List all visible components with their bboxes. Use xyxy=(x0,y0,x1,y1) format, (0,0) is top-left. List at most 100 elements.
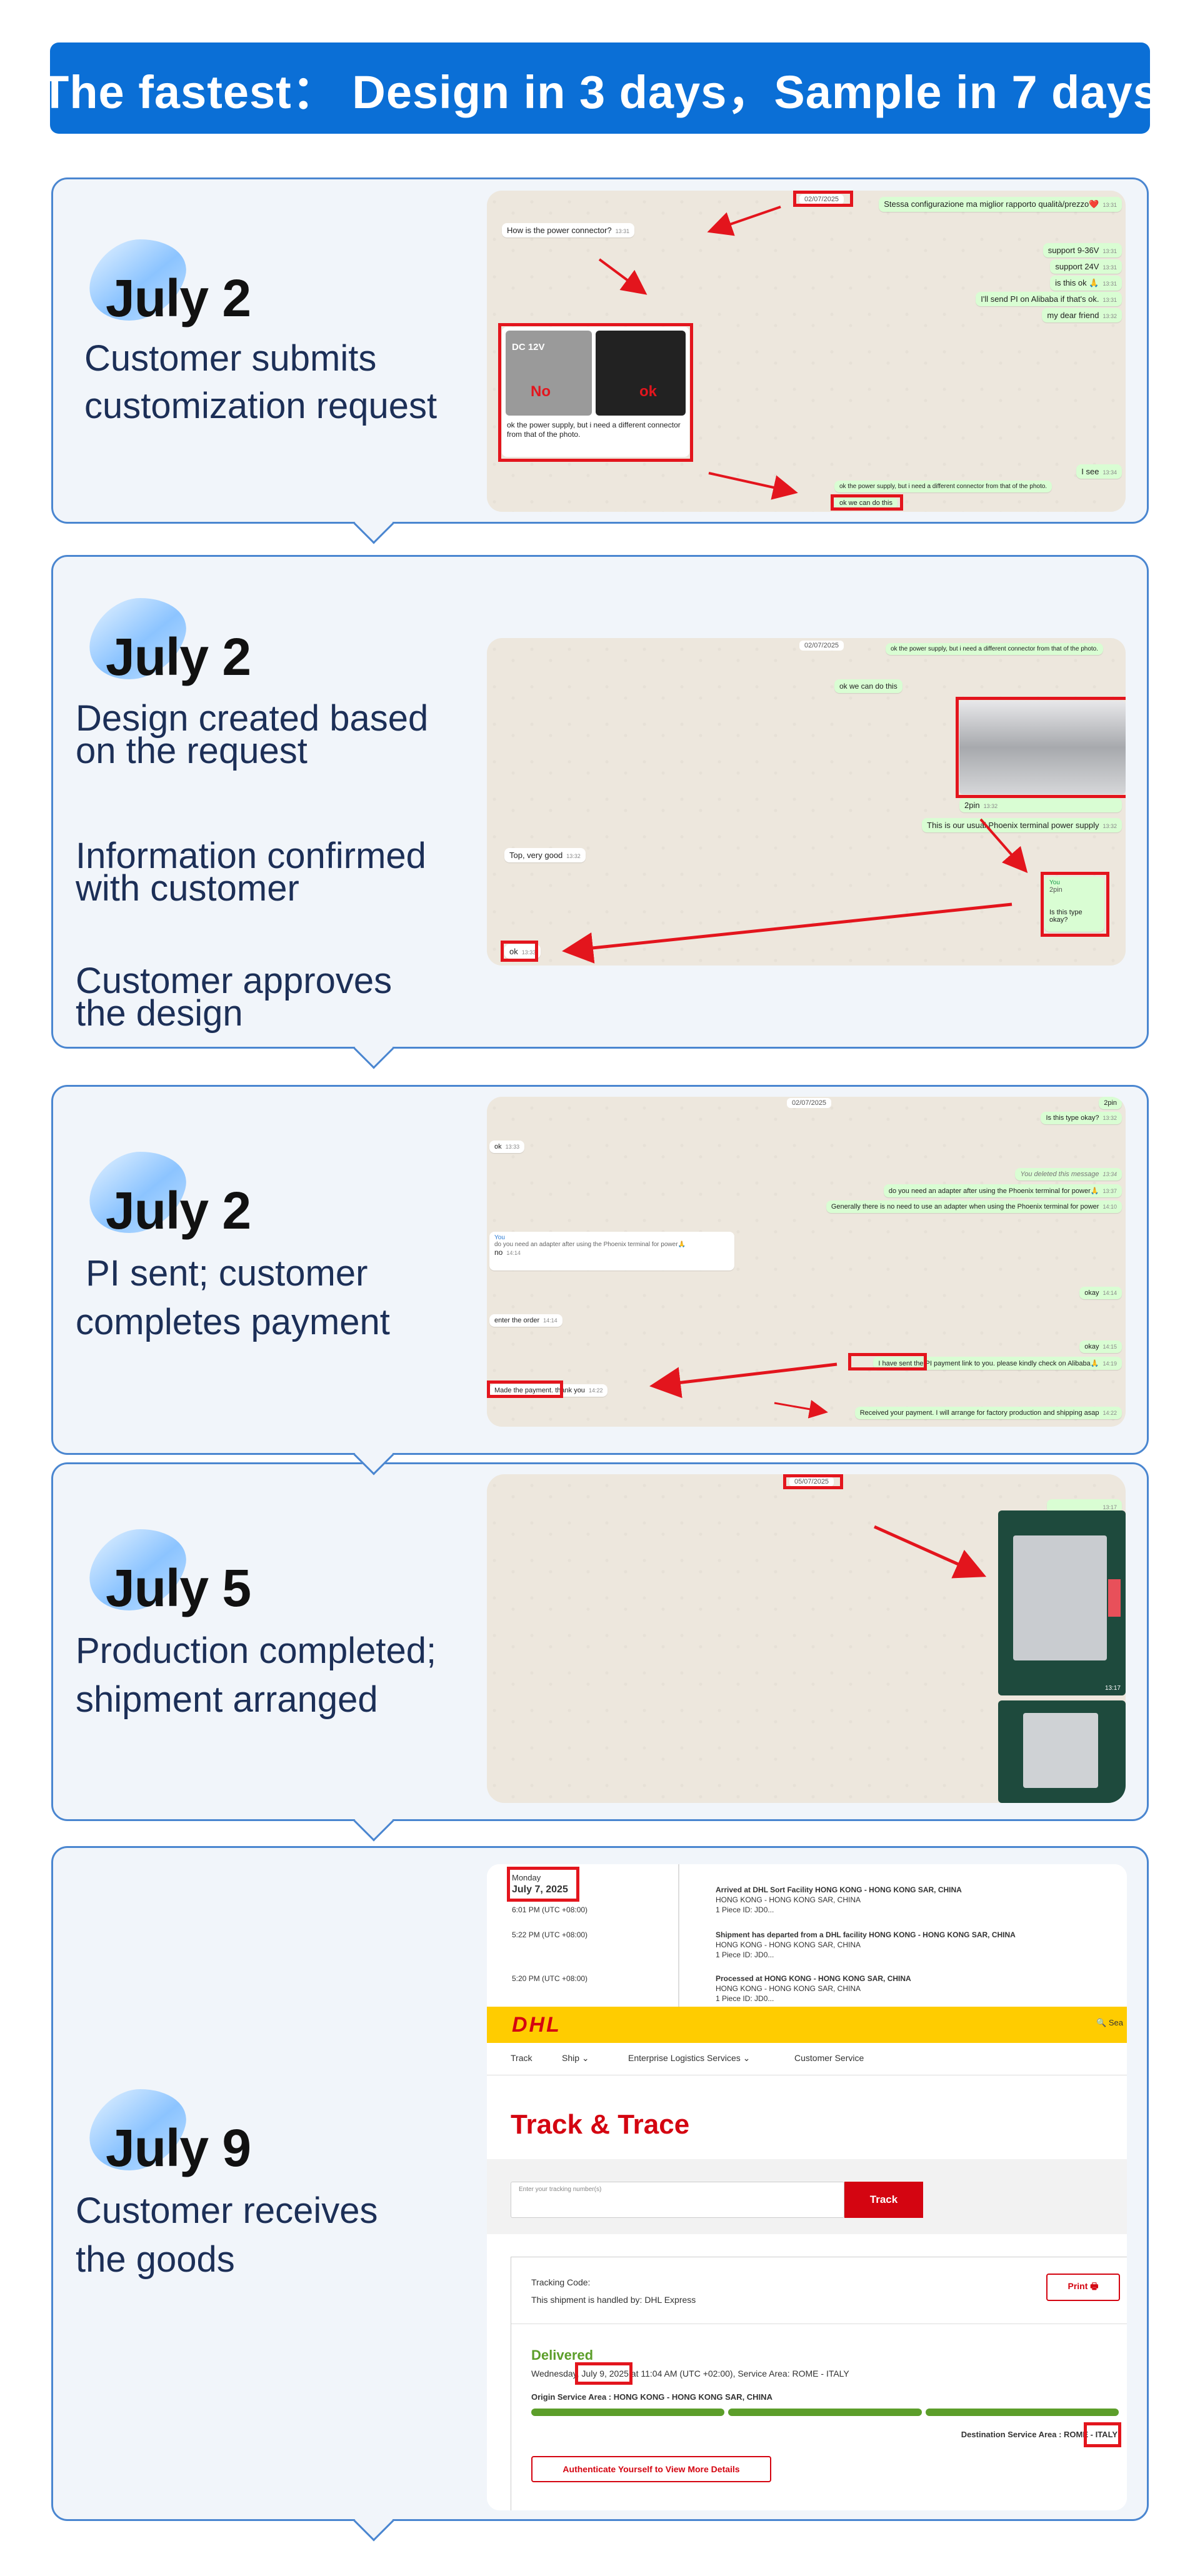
date-chip: 02/07/2025 xyxy=(787,1098,832,1108)
date-chip: 05/07/2025 xyxy=(789,1477,834,1487)
log-location: HONG KONG - HONG KONG SAR, CHINA xyxy=(716,1940,861,1949)
chat-screenshot-3: 02/07/2025 2pin Is this type okay?13:32 … xyxy=(487,1097,1126,1427)
reply-message: You do you need an adapter after using t… xyxy=(489,1232,734,1271)
enclosure-photo xyxy=(1013,1535,1107,1660)
date-chip: 02/07/2025 xyxy=(799,194,844,204)
delivery-status: Delivered xyxy=(531,2347,594,2363)
chat-message: I'll send PI on Alibaba if that's ok.13:… xyxy=(976,292,1122,306)
reply-author: You xyxy=(494,1234,505,1241)
step-description-line: Customer submits xyxy=(84,338,377,379)
card-notch xyxy=(353,1800,394,1842)
highlight-box xyxy=(498,323,693,462)
track-button[interactable]: Track xyxy=(844,2182,923,2218)
reply-quote: do you need an adapter after using the P… xyxy=(494,1241,686,1248)
search-link[interactable]: 🔍 Sea xyxy=(1096,2018,1123,2027)
card-notch xyxy=(353,503,394,544)
nav-ship[interactable]: Ship ⌄ xyxy=(562,2053,589,2063)
device-photo xyxy=(959,701,1126,794)
step-description-line: shipment arranged xyxy=(76,1679,378,1720)
highlight-box xyxy=(793,191,853,207)
tracking-code-label: Tracking Code: xyxy=(531,2277,591,2287)
progress-bar xyxy=(531,2409,1119,2416)
search-band: Enter your tracking number(s) Track xyxy=(487,2159,1127,2234)
card-notch xyxy=(353,2500,394,2542)
step-description-line: the goods xyxy=(76,2239,235,2280)
log-event: Arrived at DHL Sort Facility HONG KONG -… xyxy=(716,1885,962,1894)
chat-message: Stessa configurazione ma miglior rapport… xyxy=(879,197,1122,212)
photo-label: DC 12V xyxy=(512,342,545,352)
chat-screenshot-1: 02/07/2025 How is the power connector?13… xyxy=(487,191,1126,512)
tracking-log: Monday July 7, 2025 6:01 PM (UTC +08:00)… xyxy=(487,1864,1127,2007)
product-photo: 13:17 xyxy=(998,1510,1126,1695)
nav-enterprise[interactable]: Enterprise Logistics Services ⌄ xyxy=(628,2053,751,2063)
chat-message: ok the power supply, but i need a differ… xyxy=(834,481,1052,492)
nav-customer-service[interactable]: Customer Service xyxy=(794,2053,864,2063)
chat-message: Received your payment. I will arrange fo… xyxy=(854,1407,1122,1419)
log-event: Processed at HONG KONG - HONG KONG SAR, … xyxy=(716,1974,911,1983)
log-day: Monday xyxy=(512,1873,541,1882)
photo-message: DC 12V No ok ok the power supply, but i … xyxy=(502,327,689,457)
highlight-box xyxy=(1084,2422,1121,2447)
chat-message: I have sent the PI payment link to you. … xyxy=(873,1357,1122,1370)
highlight-box xyxy=(575,2362,632,2385)
step-description-line: Production completed; xyxy=(76,1630,437,1671)
photo-label: No xyxy=(531,383,551,400)
origin-area: Origin Service Area : HONG KONG - HONG K… xyxy=(531,2392,772,2402)
photo-label: ok xyxy=(639,383,658,400)
search-icon: 🔍 xyxy=(1096,2018,1109,2027)
log-time: 5:22 PM (UTC +08:00) xyxy=(512,1930,588,1939)
step-description-line: the design xyxy=(76,993,243,1034)
chat-message: ok we can do this xyxy=(834,679,902,693)
chat-message: 13:17 xyxy=(1047,1499,1122,1514)
log-piece: 1 Piece ID: JD0... xyxy=(716,1905,774,1914)
authenticate-button[interactable]: Authenticate Yourself to View More Detai… xyxy=(531,2456,771,2482)
log-time: 5:20 PM (UTC +08:00) xyxy=(512,1974,588,1983)
step-description-line: Design created based xyxy=(76,698,429,739)
enclosure-photo xyxy=(1023,1713,1098,1788)
chat-message: Is this type okay?13:32 xyxy=(1041,1112,1122,1124)
step-date: July 2 xyxy=(106,627,251,686)
step-card-5: July 9 Customer receives the goods Monda… xyxy=(51,1846,1149,2542)
product-photo xyxy=(998,1700,1126,1803)
print-button[interactable]: Print 🖶 xyxy=(1046,2274,1120,2301)
photo-caption: ok the power supply, but i need a differ… xyxy=(507,421,681,439)
log-location: HONG KONG - HONG KONG SAR, CHINA xyxy=(716,1895,861,1904)
connector-photo: ok xyxy=(596,331,686,416)
log-piece: 1 Piece ID: JD0... xyxy=(716,1950,774,1959)
log-piece: 1 Piece ID: JD0... xyxy=(716,1994,774,2003)
chat-message: Generally there is no need to use an ada… xyxy=(826,1201,1122,1213)
step-description-line: customization request xyxy=(84,386,438,426)
nav-track[interactable]: Track xyxy=(511,2053,532,2063)
reply-message: You 2pin Is this type okay? xyxy=(1044,877,1104,932)
chat-screenshot-2: 02/07/2025 ok the power supply, but i ne… xyxy=(487,638,1126,966)
chat-message: How is the power connector?13:31 xyxy=(502,223,635,237)
dhl-logo[interactable]: DHL xyxy=(512,2013,561,2037)
result-card: Tracking Code: This shipment is handled … xyxy=(511,2257,1127,2510)
highlight-box xyxy=(487,1380,563,1398)
step-description-line: on the request xyxy=(76,731,308,771)
dhl-header: DHL 🔍 Sea xyxy=(487,2007,1127,2043)
reply-author: You xyxy=(1049,879,1060,886)
log-location: HONG KONG - HONG KONG SAR, CHINA xyxy=(716,1984,861,1993)
chat-screenshot-4: 05/07/2025 13:17 13:17 xyxy=(487,1474,1126,1803)
log-time: 6:01 PM (UTC +08:00) xyxy=(512,1905,588,1914)
dhl-screenshot: Monday July 7, 2025 6:01 PM (UTC +08:00)… xyxy=(487,1864,1127,2510)
step-description-line: with customer xyxy=(76,868,299,909)
reply-quote: 2pin xyxy=(1049,886,1062,894)
banner-title: The fastest： Design in 3 days，Sample in … xyxy=(41,66,1159,118)
tracking-number-input[interactable]: Enter your tracking number(s) xyxy=(511,2182,844,2218)
reply-text: Is this type okay? xyxy=(1049,909,1082,924)
delivered-line: Wednesday, July 9, 2025 at 11:04 AM (UTC… xyxy=(531,2369,849,2379)
step-description-line: Customer receives xyxy=(76,2190,378,2231)
